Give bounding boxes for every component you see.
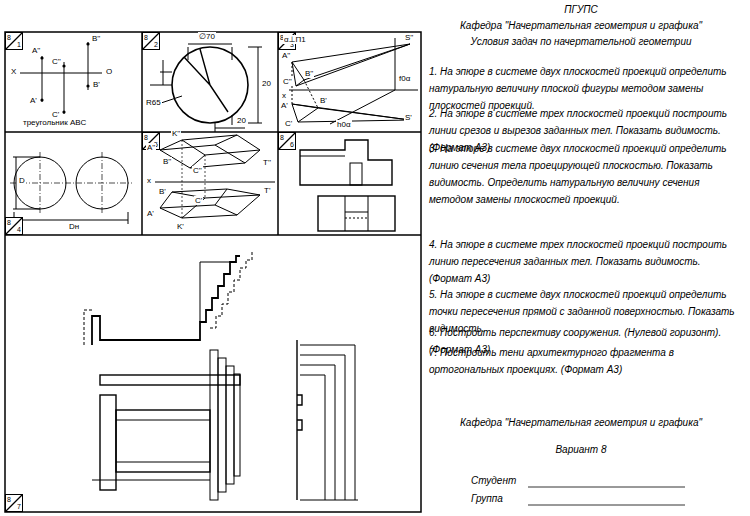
axis-label: x bbox=[281, 91, 287, 100]
task-stamp: 84 bbox=[5, 217, 23, 235]
variant-number: 8 bbox=[7, 496, 11, 503]
point-label: B'' bbox=[304, 69, 314, 78]
dimension-label: ∅70 bbox=[198, 32, 216, 41]
task-text: 3. На эпюре в системе двух плоскостей пр… bbox=[428, 140, 742, 208]
task-number: 6 bbox=[290, 141, 294, 148]
point-label: T' bbox=[263, 186, 271, 195]
task-panel: 82 bbox=[142, 32, 278, 132]
task-text: 1. На эпюре в системе двух плоскостей пр… bbox=[428, 63, 742, 114]
task-panel: 86 bbox=[278, 132, 421, 235]
task-number: 7 bbox=[17, 503, 21, 510]
point-label: A' bbox=[146, 209, 155, 218]
department-name: Кафедра "Начертательная геометрия и граф… bbox=[430, 20, 732, 32]
task-number: 2 bbox=[154, 41, 158, 48]
point-label: C'' bbox=[282, 77, 293, 86]
point-label: A'' bbox=[31, 46, 41, 55]
task-panel: 87 bbox=[5, 235, 421, 512]
point-label: A'' bbox=[146, 143, 156, 152]
task-stamp: 86 bbox=[278, 132, 296, 150]
task-number: 4 bbox=[17, 226, 21, 233]
point-label: B'' bbox=[162, 157, 172, 166]
point-label: A' bbox=[280, 101, 289, 110]
point-label: S'' bbox=[404, 33, 414, 42]
axis-label: O bbox=[105, 67, 113, 76]
point-label: B'' bbox=[91, 34, 101, 43]
variant-number: 8 bbox=[7, 219, 11, 226]
point-label: C' bbox=[284, 119, 293, 128]
task-panel: 85 bbox=[142, 132, 278, 235]
task-number: 1 bbox=[17, 41, 21, 48]
point-label: S' bbox=[404, 113, 413, 122]
figure-caption: треугольник ABC bbox=[22, 118, 87, 127]
dimension-label: D bbox=[18, 176, 26, 185]
point-label: B' bbox=[92, 80, 101, 89]
variant-label: Вариант 8 bbox=[430, 444, 732, 456]
dimension-label: Dн bbox=[68, 222, 80, 231]
trace-label: f0α bbox=[398, 74, 411, 83]
point-label: B' bbox=[158, 187, 167, 196]
point-label: C' bbox=[194, 196, 203, 205]
task-panel: 81 bbox=[5, 32, 142, 132]
axis-label: x bbox=[146, 176, 152, 185]
task-stamp: 87 bbox=[5, 494, 23, 512]
point-label: A' bbox=[29, 96, 38, 105]
group-field: Группа bbox=[470, 493, 504, 505]
point-label: B' bbox=[319, 96, 328, 105]
trace-label: h0α bbox=[336, 120, 352, 129]
variant-number: 8 bbox=[144, 34, 148, 41]
axis-label: X bbox=[10, 67, 17, 76]
task-text: 7. Построить тени архитектурного фрагмен… bbox=[428, 344, 742, 378]
student-field: Студент bbox=[470, 475, 517, 487]
point-label: C'' bbox=[192, 166, 203, 175]
point-label: C'' bbox=[51, 57, 62, 66]
variant-number: 8 bbox=[144, 134, 148, 141]
department-name: Кафедра "Начертательная геометрия и граф… bbox=[430, 417, 732, 429]
point-label: K' bbox=[176, 222, 185, 231]
dimension-label: 20 bbox=[261, 79, 272, 88]
sheet-title: ПГУПС bbox=[430, 4, 732, 16]
dimension-label: 20 bbox=[236, 116, 247, 125]
plane-label: α⊥П1 bbox=[283, 35, 307, 44]
variant-number: 8 bbox=[7, 34, 11, 41]
point-label: K'' bbox=[171, 129, 181, 138]
task-text: 4. На эпюре в системе трех плоскостей пр… bbox=[428, 236, 742, 287]
variant-number: 8 bbox=[280, 134, 284, 141]
dimension-label: R65 bbox=[145, 98, 162, 107]
task-stamp: 81 bbox=[5, 32, 23, 50]
sheet-heading: Условия задач по начертательной геометри… bbox=[430, 36, 732, 48]
point-label: A'' bbox=[281, 51, 291, 60]
point-label: T'' bbox=[262, 158, 272, 167]
task-stamp: 82 bbox=[142, 32, 160, 50]
